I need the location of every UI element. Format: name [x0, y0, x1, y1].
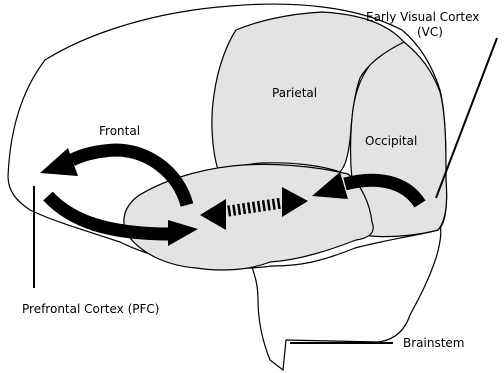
occipital-label: Occipital	[365, 134, 417, 148]
early-visual-cortex-label: Early Visual Cortex	[366, 10, 479, 24]
vc-leader-line	[436, 38, 497, 198]
parietal-label: Parietal	[272, 86, 317, 100]
frontal-label: Frontal	[99, 124, 140, 138]
brainstem-label: Brainstem	[403, 336, 465, 350]
early-visual-cortex-abbrev-label: (VC)	[417, 25, 443, 39]
prefrontal-cortex-label: Prefrontal Cortex (PFC)	[22, 302, 159, 316]
